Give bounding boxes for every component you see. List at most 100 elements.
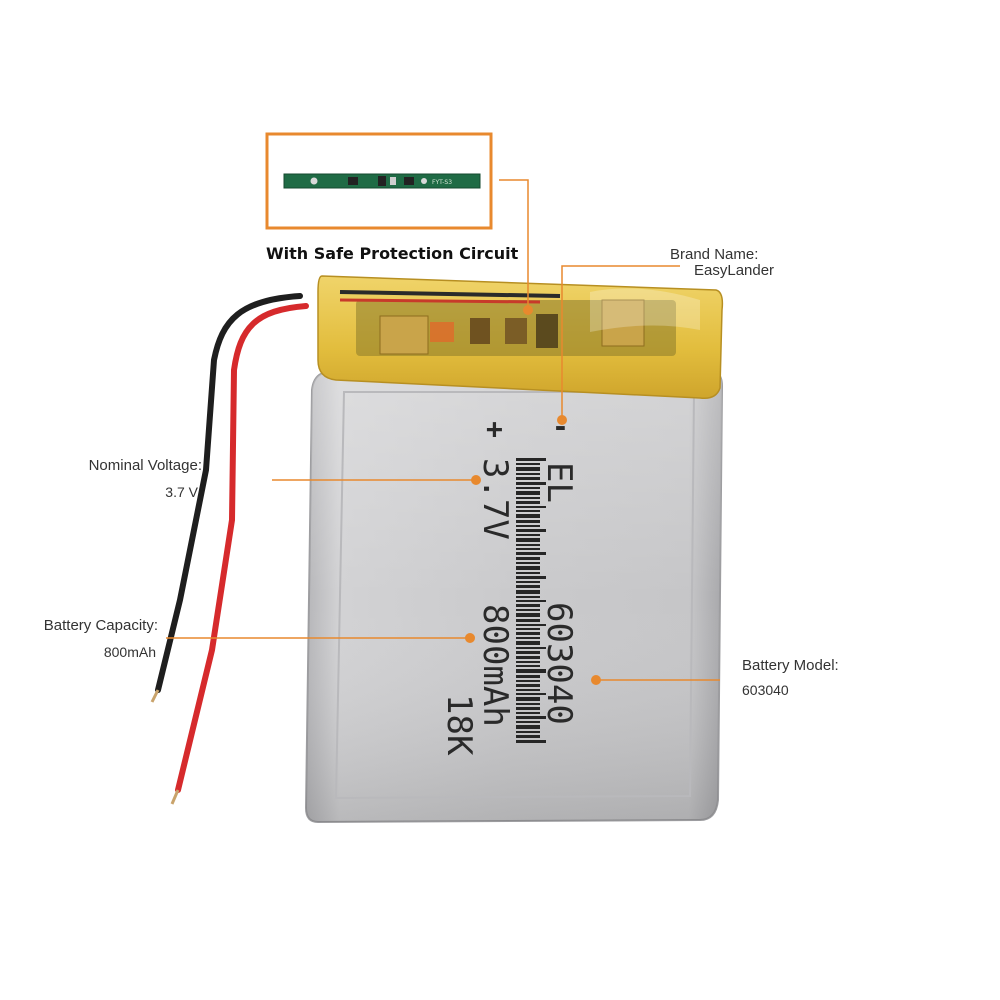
barcode-bar (516, 675, 540, 678)
barcode-bar (516, 656, 540, 659)
solder-pad-left (379, 315, 429, 355)
batch-print: 18K (439, 694, 479, 756)
barcode-bar (516, 619, 540, 622)
barcode-bar (516, 689, 540, 691)
barcode-bar (516, 467, 540, 471)
red-wire (175, 303, 309, 793)
barcode (516, 458, 546, 743)
barcode-bar (516, 632, 540, 635)
tape-gloss (590, 288, 700, 332)
inset-leader (499, 179, 529, 306)
barcode-bar (516, 637, 540, 639)
pcb-pad-2 (421, 178, 427, 184)
capacity-print: 800mAh (475, 604, 515, 727)
barcode-bar (516, 596, 540, 598)
internal-red-lead (339, 298, 541, 304)
voltage-value: 3.7 V (165, 484, 198, 500)
component-2 (505, 318, 527, 344)
barcode-bar (516, 725, 540, 729)
component-1 (470, 318, 490, 344)
barcode-bar (516, 482, 546, 485)
barcode-bar (516, 740, 546, 743)
barcode-bar (516, 458, 546, 461)
plus-terminal-mark: + (486, 412, 503, 445)
barcode-bar (516, 703, 540, 705)
component-3 (536, 314, 558, 348)
barcode-bar (516, 721, 540, 723)
brand-label: Brand Name: (670, 246, 759, 263)
barcode-bar (516, 647, 546, 649)
barcode-bar (516, 604, 540, 607)
barcode-bar (516, 712, 540, 714)
pcb-chip-4 (404, 177, 414, 185)
barcode-bar (516, 501, 540, 504)
barcode-bar (516, 624, 546, 626)
barcode-bar (516, 506, 546, 508)
barcode-bar (516, 669, 546, 673)
model-dot (591, 675, 601, 685)
barcode-bar (516, 520, 540, 523)
barcode-bar (516, 576, 546, 579)
capacity-label: Battery Capacity: (43, 617, 158, 634)
voltage-dot (471, 475, 481, 485)
solder-pad-right (601, 299, 645, 347)
barcode-bar (516, 581, 540, 583)
callout-dots (465, 305, 601, 685)
barcode-bar (516, 693, 546, 695)
barcode-bar (516, 707, 540, 710)
pcb-chip-3 (390, 177, 396, 185)
barcode-bar (516, 600, 546, 602)
barcode-bar (516, 487, 540, 489)
barcode-bar (516, 609, 540, 611)
battery-printed-text: - + EL 603040 3.7V 800mAh 18K (439, 410, 579, 756)
barcode-bar (516, 572, 540, 574)
internal-black-lead (339, 290, 561, 298)
pcb-marking: FYT-S3 (432, 179, 452, 186)
barcode-bar (516, 514, 540, 518)
red-wire-tip (170, 789, 180, 805)
pcb-pad-1 (310, 177, 318, 185)
barcode-bar (516, 497, 540, 499)
brand-dot (557, 415, 567, 425)
model-label: Battery Model: (742, 657, 839, 674)
barcode-bar (516, 680, 540, 682)
wire-joint (430, 322, 454, 342)
barcode-bar (516, 716, 546, 719)
barcode-bar (516, 566, 540, 570)
voltage-label: Nominal Voltage: (88, 457, 202, 474)
barcode-bar (516, 491, 540, 495)
barcode-bar (516, 613, 540, 617)
brand-value: EasyLander (694, 262, 775, 279)
inset-dot (523, 305, 533, 315)
barcode-bar (516, 463, 540, 465)
barcode-bar (516, 538, 540, 542)
barcode-bar (516, 665, 540, 667)
brand-leader (561, 265, 680, 418)
brand-code-print: EL (539, 462, 579, 503)
capacity-value: 800mAh (103, 644, 156, 660)
barcode-bar (516, 525, 540, 527)
black-wire-tip (150, 689, 160, 703)
barcode-bar (516, 534, 540, 536)
capacity-dot (465, 633, 475, 643)
barcode-bar (516, 548, 540, 550)
barcode-bar (516, 641, 540, 645)
barcode-bar (516, 585, 540, 588)
protection-board-area (317, 275, 724, 400)
barcode-bar (516, 544, 540, 546)
barcode-bar (516, 684, 540, 687)
lead-wires (150, 293, 309, 805)
minus-terminal-mark: - (552, 410, 569, 443)
barcode-bar (516, 651, 540, 654)
barcode-bar (516, 590, 540, 594)
protection-circuit-inset: FYT-S3 (265, 132, 493, 230)
voltage-print: 3.7V (475, 458, 515, 540)
battery-cell (304, 371, 724, 824)
barcode-bar (516, 510, 540, 512)
pcb-chip-2 (378, 176, 386, 186)
barcode-bar (516, 477, 540, 480)
barcode-bar (516, 628, 540, 630)
barcode-bar (516, 557, 540, 560)
black-wire (155, 293, 303, 693)
